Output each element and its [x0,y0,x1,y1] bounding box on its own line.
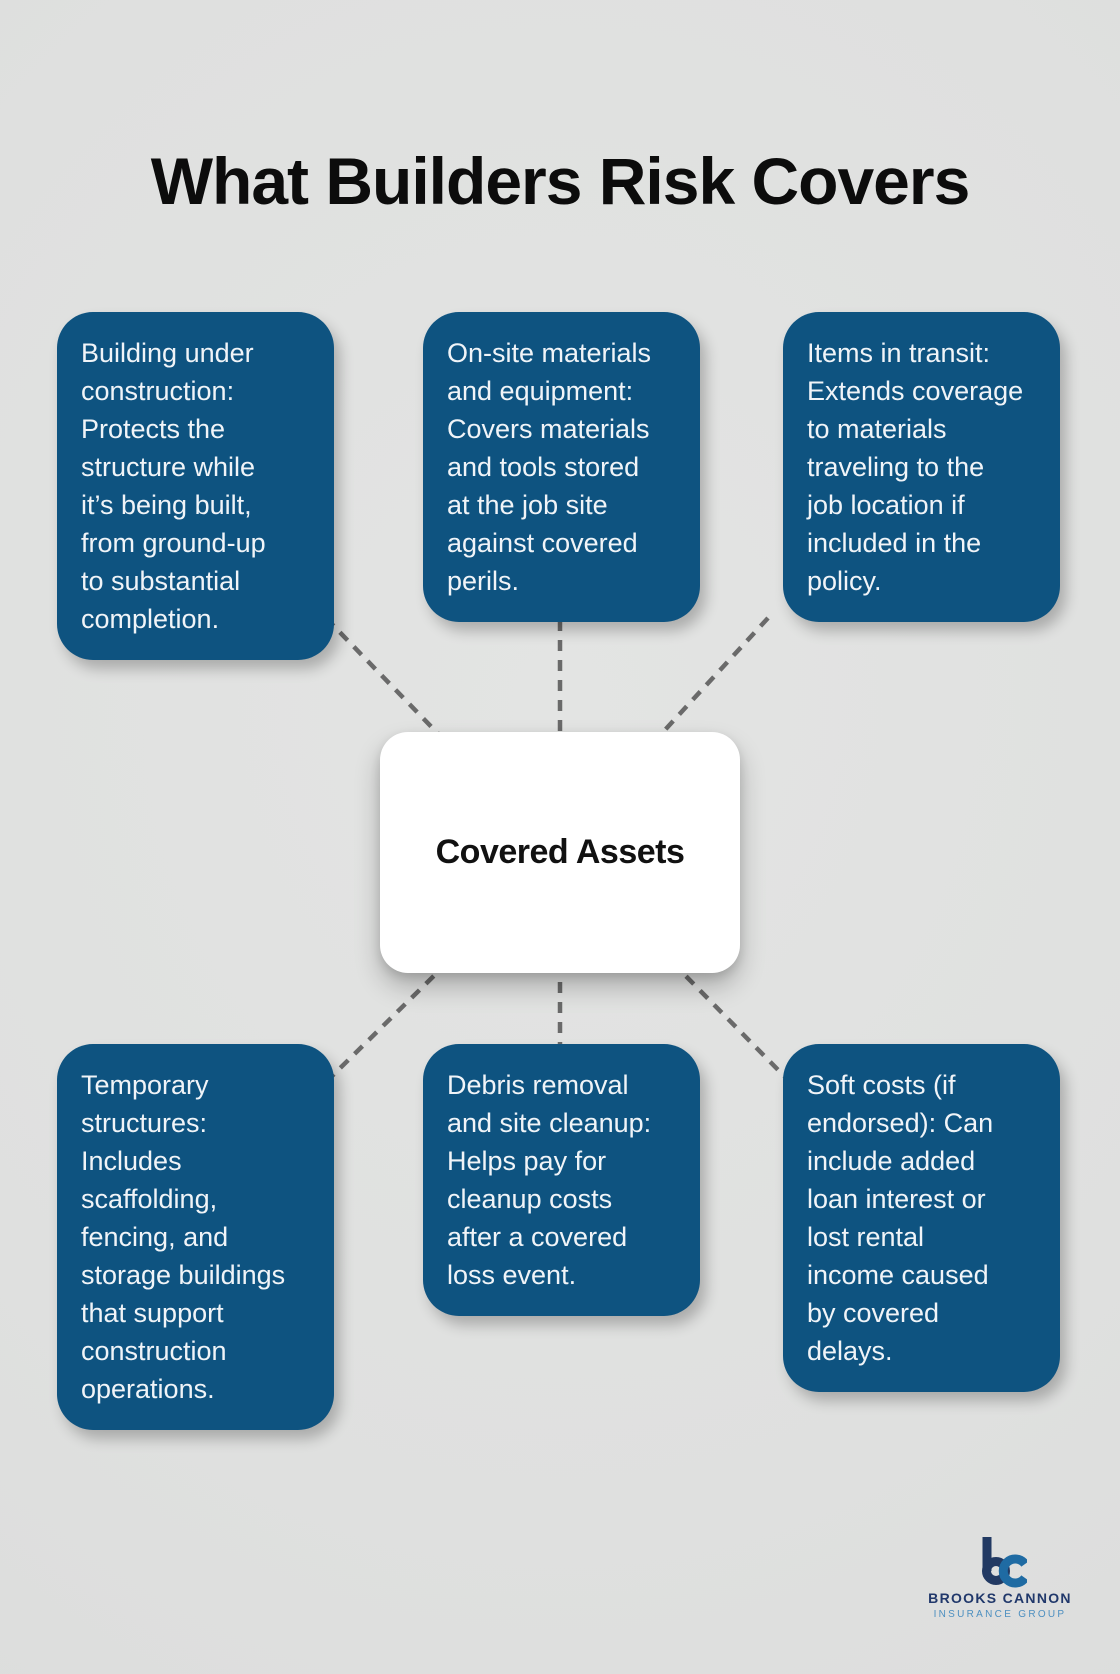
connector-bottom-left [324,960,450,1084]
node-text: On-site materials and equipment: Covers … [447,338,652,596]
node-building-under-construction: Building under construction: Protects th… [57,312,334,660]
node-text: Temporary structures: Includes scaffoldi… [81,1070,286,1404]
node-debris-removal-cleanup: Debris removal and site cleanup: Helps p… [423,1044,700,1316]
bc-monogram-icon [982,1537,1027,1588]
node-text: Debris removal and site cleanup: Helps p… [447,1070,652,1290]
node-soft-costs: Soft costs (if endorsed): Can include ad… [783,1044,1060,1392]
logo-company-name: BROOKS CANNON [928,1590,1072,1606]
node-text: Building under construction: Protects th… [81,338,266,634]
node-text: Soft costs (if endorsed): Can include ad… [807,1070,994,1366]
node-items-in-transit: Items in transit: Extends coverage to ma… [783,312,1060,622]
connector-top-right [650,616,770,746]
page-title: What Builders Risk Covers [150,144,971,219]
node-onsite-materials-equipment: On-site materials and equipment: Covers … [423,312,700,622]
connector-bottom-right [670,960,792,1084]
connector-top-left [324,616,450,746]
logo-tagline: INSURANCE GROUP [933,1609,1067,1620]
node-temporary-structures: Temporary structures: Includes scaffoldi… [57,1044,334,1430]
center-node-label: Covered Assets [435,833,685,871]
brooks-cannon-logo: BROOKS CANNON INSURANCE GROUP [880,1534,1120,1620]
center-node-covered-assets: Covered Assets [380,732,740,973]
node-text: Items in transit: Extends coverage to ma… [807,338,1024,596]
